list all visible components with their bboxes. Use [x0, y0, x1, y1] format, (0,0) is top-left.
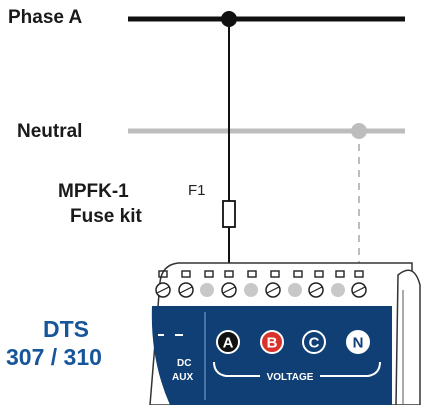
terminal-badge-c-label: C	[309, 335, 320, 352]
terminal-screw	[155, 282, 171, 298]
terminal-slot	[314, 270, 324, 278]
terminal-slot	[270, 270, 280, 278]
terminal-slot	[224, 270, 234, 278]
terminal-screw	[178, 282, 194, 298]
aux-label-line2: AUX	[172, 372, 193, 383]
terminal-plug-empty	[331, 283, 345, 297]
terminal-screw	[308, 282, 324, 298]
terminal-badge-n: N	[346, 330, 370, 354]
device-name-label: DTS	[43, 316, 89, 342]
fuse-kit-model-label: MPFK-1	[58, 181, 129, 202]
terminal-plug-empty	[288, 283, 302, 297]
phase-a-label: Phase A	[8, 7, 83, 28]
voltage-group-label: VOLTAGE	[267, 372, 314, 383]
device-blue-panel	[151, 306, 392, 405]
neutral-label: Neutral	[17, 121, 83, 142]
terminal-badge-c: C	[302, 330, 326, 354]
panel-dash-left	[158, 334, 164, 336]
fuse-id-label: F1	[188, 182, 206, 199]
terminal-badge-a-label: A	[223, 335, 234, 352]
device-model-label: 307 / 310	[6, 344, 102, 370]
terminal-slot	[158, 270, 168, 278]
aux-label-line1: DC	[177, 358, 191, 369]
terminal-badge-n-label: N	[353, 335, 364, 352]
device	[149, 262, 421, 406]
terminal-badge-b-label: B	[267, 335, 278, 352]
terminal-slots	[158, 270, 364, 278]
terminal-slot	[335, 270, 345, 278]
terminal-screw-phase	[221, 282, 237, 298]
terminal-slot	[204, 270, 214, 278]
terminal-slot	[293, 270, 303, 278]
fuse-kit-label: Fuse kit	[70, 206, 142, 227]
terminal-screw	[265, 282, 281, 298]
terminal-plug-empty	[200, 283, 214, 297]
fuse-f1	[222, 200, 236, 228]
terminal-slot	[247, 270, 257, 278]
terminal-slot	[354, 270, 364, 278]
terminal-screws	[155, 282, 367, 298]
terminal-badge-b: B	[260, 330, 284, 354]
terminal-screw-neutral	[351, 282, 367, 298]
panel-dash-mid	[175, 334, 183, 336]
terminal-badge-a: A	[216, 330, 240, 354]
terminal-plug-empty	[244, 283, 258, 297]
voltage-bracket	[213, 361, 381, 377]
terminal-slot	[181, 270, 191, 278]
device-latch	[395, 269, 421, 406]
